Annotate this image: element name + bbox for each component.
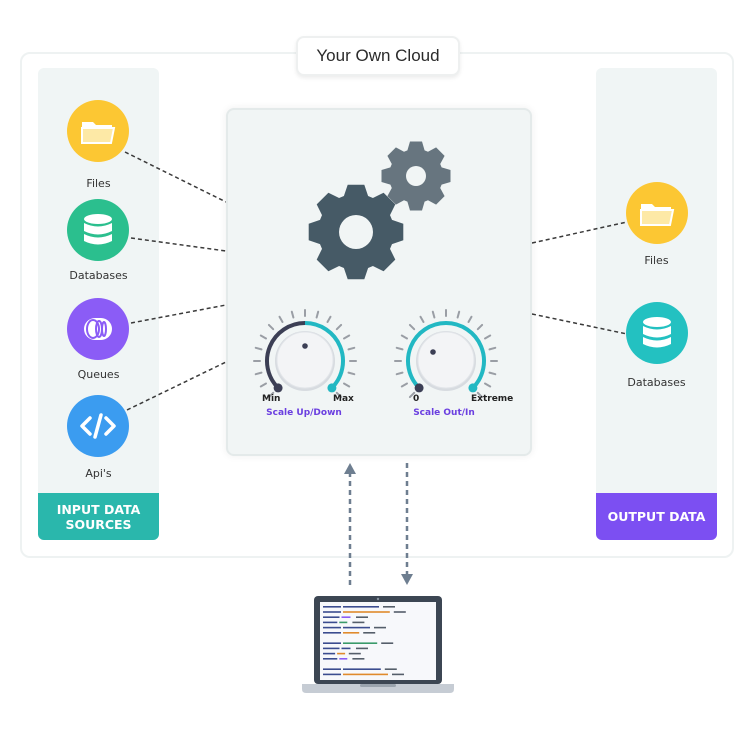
database-icon — [67, 199, 129, 261]
knob2-min-label: 0 — [413, 394, 420, 404]
connector-queues-in — [130, 304, 227, 324]
connector-databases-out — [531, 313, 628, 335]
arrow-up-head — [344, 463, 356, 474]
laptop-icon — [302, 596, 454, 693]
connector-apis-in — [126, 361, 227, 411]
input-sources-panel: Files Databases Queues Api's INPUT DATA … — [38, 68, 159, 540]
knob1-min-label: Min — [262, 394, 281, 404]
folder-icon — [67, 100, 129, 162]
arrow-down-head — [401, 574, 413, 585]
input-files-label: Files — [86, 177, 111, 190]
output-data-panel: Files Databases OUTPUT DATA — [596, 68, 717, 540]
output-databases-label: Databases — [627, 376, 686, 389]
connector-files-in — [124, 151, 227, 203]
knobs-graphic — [253, 309, 498, 399]
input-databases-label: Databases — [69, 269, 128, 282]
knob2-max-label: Extreme — [471, 394, 514, 404]
output-data-heading: OUTPUT DATA — [596, 493, 717, 540]
input-sources-heading: INPUT DATA SOURCES — [38, 493, 159, 540]
gears-icon — [308, 141, 451, 280]
knob2-caption: Scale Out/In — [413, 408, 475, 418]
processing-engine-panel — [226, 108, 532, 456]
connector-files-out — [531, 221, 628, 244]
code-screen — [320, 602, 436, 680]
code-icon — [67, 395, 129, 457]
connector-databases-in — [130, 237, 227, 252]
queue-icon — [67, 298, 129, 360]
folder-icon — [626, 182, 688, 244]
knob1-max-label: Max — [333, 394, 354, 404]
output-files-label: Files — [644, 254, 669, 267]
cloud-title: Your Own Cloud — [296, 36, 460, 76]
input-apis-label: Api's — [85, 467, 112, 480]
database-icon — [626, 302, 688, 364]
knob1-caption: Scale Up/Down — [266, 408, 342, 418]
input-queues-label: Queues — [77, 368, 120, 381]
